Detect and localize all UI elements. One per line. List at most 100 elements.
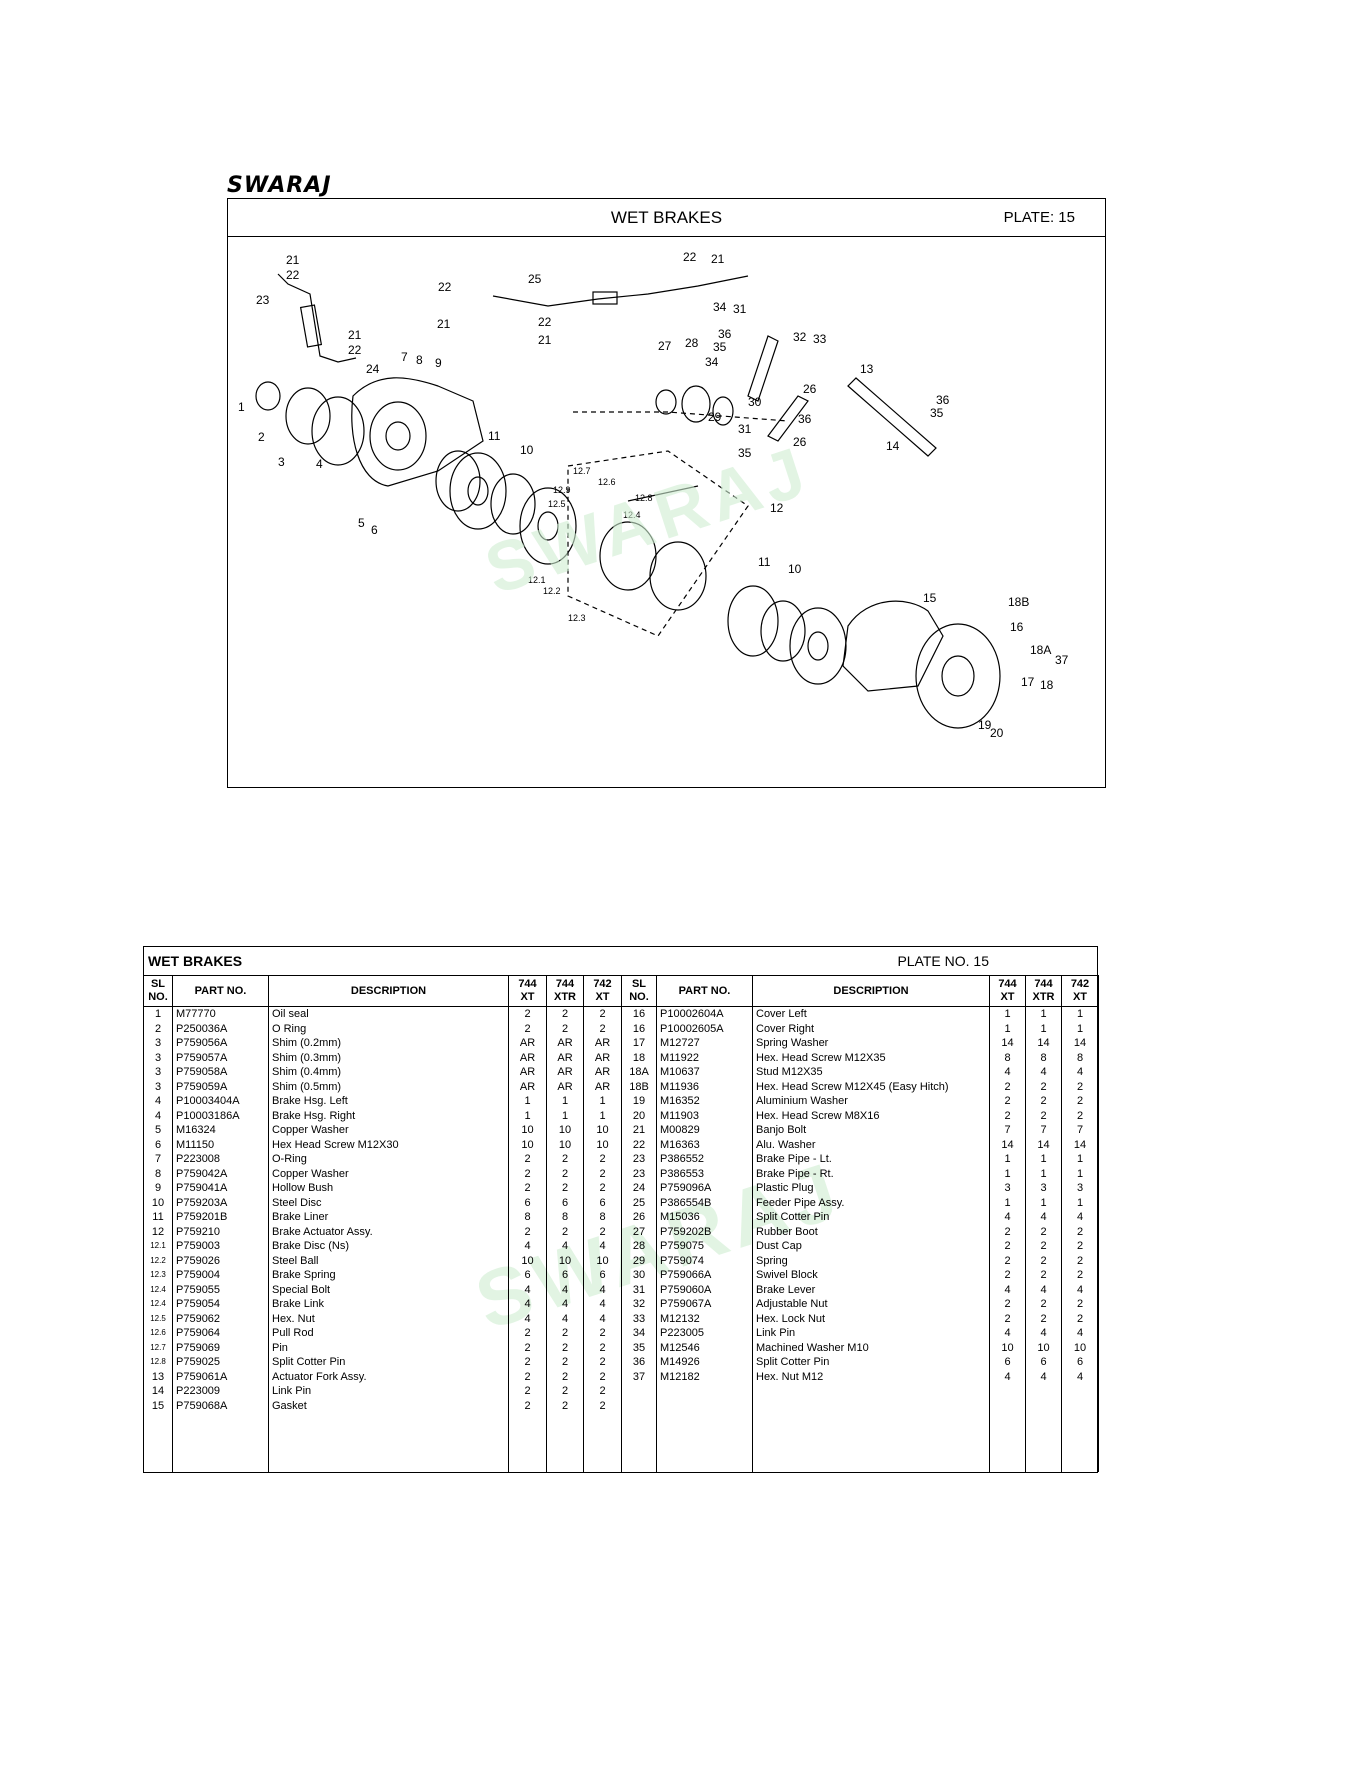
- sl-no: 26: [621, 1210, 657, 1225]
- part-no: P759066A: [656, 1268, 753, 1283]
- description: Brake Hsg. Left: [268, 1094, 509, 1109]
- qty-742xt: 4: [1061, 1282, 1099, 1297]
- part-no: P759064: [172, 1326, 269, 1341]
- sl-no: 7: [143, 1152, 173, 1167]
- empty-cell: [268, 1413, 509, 1472]
- qty-744xtr: 1: [1025, 1195, 1062, 1210]
- part-no: M12727: [656, 1036, 753, 1051]
- svg-text:37: 37: [1055, 653, 1069, 667]
- svg-text:21: 21: [711, 252, 725, 266]
- qty-744xtr: 4: [1025, 1210, 1062, 1225]
- sl-no: 3: [143, 1079, 173, 1094]
- description: Shim (0.2mm): [268, 1036, 509, 1051]
- qty-744xt: 2: [989, 1239, 1026, 1254]
- qty-744xtr: 2: [1025, 1268, 1062, 1283]
- qty-742xt: 6: [1061, 1355, 1099, 1370]
- part-no: P759067A: [656, 1297, 753, 1312]
- qty-744xt: 2: [989, 1311, 1026, 1326]
- qty-744xt: 1: [508, 1094, 547, 1109]
- sl-no: 10: [143, 1195, 173, 1210]
- part-no: P759210: [172, 1224, 269, 1239]
- description: Dust Cap: [752, 1239, 990, 1254]
- qty-744xt: 6: [508, 1195, 547, 1210]
- part-no: M11936: [656, 1079, 753, 1094]
- svg-text:18A: 18A: [1030, 643, 1051, 657]
- description: Cover Left: [752, 1006, 990, 1022]
- part-no: M14926: [656, 1355, 753, 1370]
- qty-744xt: 2: [508, 1166, 547, 1181]
- sl-no: 22: [621, 1137, 657, 1152]
- sl-no: 4: [143, 1108, 173, 1123]
- col-description: DESCRIPTION: [752, 975, 990, 1007]
- sl-no: 29: [621, 1253, 657, 1268]
- qty-744xtr: 2: [546, 1166, 584, 1181]
- svg-text:18B: 18B: [1008, 595, 1029, 609]
- description: Actuator Fork Assy.: [268, 1369, 509, 1384]
- description: Plastic Plug: [752, 1181, 990, 1196]
- svg-text:35: 35: [738, 446, 752, 460]
- table-filler-row: [143, 1413, 622, 1472]
- description: Rubber Boot: [752, 1224, 990, 1239]
- qty-742xt: AR: [583, 1065, 622, 1080]
- part-no: M77770: [172, 1006, 269, 1022]
- description: Hex. Lock Nut: [752, 1311, 990, 1326]
- qty-742xt: 2: [1061, 1268, 1099, 1283]
- sl-no: 15: [143, 1398, 173, 1413]
- qty-742xt: 2: [1061, 1239, 1099, 1254]
- qty-744xtr: 1: [1025, 1006, 1062, 1022]
- description: Spring Washer: [752, 1036, 990, 1051]
- part-no: M16363: [656, 1137, 753, 1152]
- sl-no: 36: [621, 1355, 657, 1370]
- sl-no: 23: [621, 1152, 657, 1167]
- qty-744xt: 4: [508, 1311, 547, 1326]
- svg-text:36: 36: [798, 412, 812, 426]
- qty-744xt: 10: [508, 1253, 547, 1268]
- sl-no: 33: [621, 1311, 657, 1326]
- description: Brake Spring: [268, 1268, 509, 1283]
- description: Hex. Head Screw M12X35: [752, 1050, 990, 1065]
- qty-744xt: 1: [989, 1006, 1026, 1022]
- description: Link Pin: [268, 1384, 509, 1399]
- sl-no: 12.5: [143, 1311, 173, 1326]
- sl-no: 30: [621, 1268, 657, 1283]
- sl-no: 18A: [621, 1065, 657, 1080]
- svg-text:21: 21: [538, 333, 552, 347]
- part-no: P759068A: [172, 1398, 269, 1413]
- part-no: M12132: [656, 1311, 753, 1326]
- qty-742xt: AR: [583, 1050, 622, 1065]
- empty-cell: [143, 1413, 173, 1472]
- sl-no: 35: [621, 1340, 657, 1355]
- sl-no: 31: [621, 1282, 657, 1297]
- empty-cell: [621, 1384, 657, 1472]
- sl-no: 13: [143, 1369, 173, 1384]
- description: Stud M12X35: [752, 1065, 990, 1080]
- qty-744xtr: 8: [1025, 1050, 1062, 1065]
- description: Alu. Washer: [752, 1137, 990, 1152]
- qty-742xt: AR: [583, 1036, 622, 1051]
- qty-742xt: 2: [583, 1398, 622, 1413]
- qty-742xt: 1: [1061, 1021, 1099, 1036]
- description: Copper Washer: [268, 1166, 509, 1181]
- qty-744xt: 10: [508, 1137, 547, 1152]
- part-no: P759055: [172, 1282, 269, 1297]
- sl-no: 14: [143, 1384, 173, 1399]
- qty-744xtr: 2: [546, 1355, 584, 1370]
- part-no: P759202B: [656, 1224, 753, 1239]
- swaraj-logo: SWARAJ: [227, 173, 332, 198]
- description: Hex. Nut M12: [752, 1369, 990, 1384]
- qty-742xt: 2: [583, 1166, 622, 1181]
